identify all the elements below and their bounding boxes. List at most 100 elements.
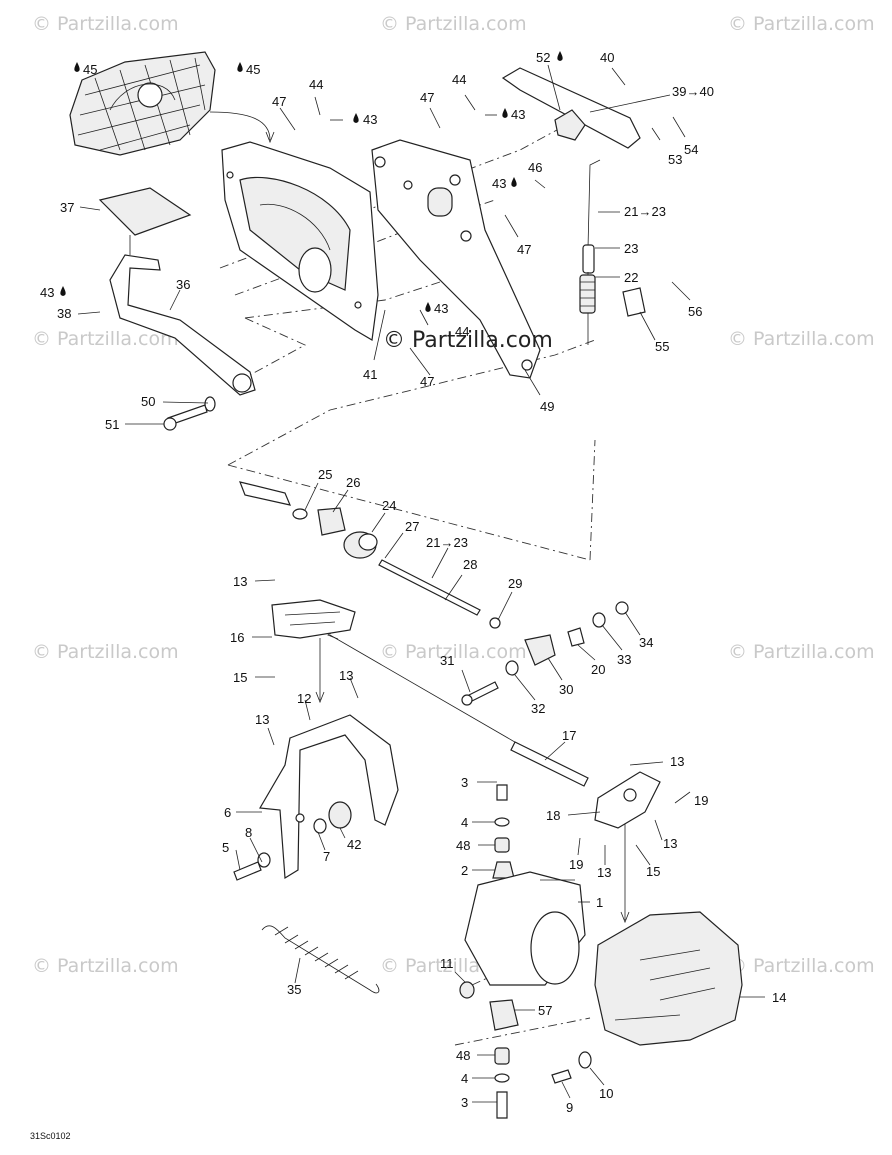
watermark-row-1: © Partzilla.com © Partzilla.com © Partzi… <box>32 13 875 35</box>
callout-labels: 45 45 44 47 43 47 44 43 52 40 39→40 53 5… <box>40 50 786 1115</box>
part-washer-10 <box>578 1051 592 1069</box>
copyright-icon: © <box>380 641 399 663</box>
callout-31: 31 <box>440 653 454 668</box>
svg-text:© Partzilla.com: © Partzilla.com <box>32 13 179 35</box>
copyright-icon: © <box>383 328 405 353</box>
watermark-row-2: © Partzilla.com © Partzilla.com <box>32 328 875 350</box>
callout-13: 13 <box>339 668 353 683</box>
part-plate-41 <box>221 141 379 341</box>
callout-36: 36 <box>176 277 190 292</box>
watermark-text: Partzilla.com <box>57 641 179 663</box>
callout-47: 47 <box>517 242 531 257</box>
callout-24: 24 <box>382 498 396 513</box>
callout-40: 40 <box>600 50 614 65</box>
callout-52: 52 <box>536 50 550 65</box>
callout-15: 15 <box>646 864 660 879</box>
part-bolt-31 <box>461 681 499 706</box>
part-stack-upper <box>492 784 515 879</box>
svg-text:© Partzilla.com: © Partzilla.com <box>380 13 527 35</box>
callout-18: 18 <box>546 808 560 823</box>
callout-14: 14 <box>772 990 786 1005</box>
part-pedal-arm-36 <box>109 254 256 396</box>
callout-13: 13 <box>597 865 611 880</box>
callout-43: 43 <box>511 107 525 122</box>
part-roller-42 <box>313 801 352 834</box>
callout-37: 37 <box>60 200 74 215</box>
drop-icon <box>502 108 508 118</box>
callout-33: 33 <box>617 652 631 667</box>
part-washer-33 <box>592 612 606 628</box>
callout-41: 41 <box>363 367 377 382</box>
svg-text:© Partzilla.com: © Partzilla.com <box>32 641 179 663</box>
svg-text:© Partzilla.com: © Partzilla.com <box>32 955 179 977</box>
callout-53: 53 <box>668 152 682 167</box>
callout-25: 25 <box>318 467 332 482</box>
callout-44: 44 <box>309 77 323 92</box>
watermark-text: Partzilla.com <box>405 13 527 35</box>
callout-7: 7 <box>323 849 330 864</box>
callout-30: 30 <box>559 682 573 697</box>
callout-44: 44 <box>452 72 466 87</box>
copyright-icon: © <box>728 641 747 663</box>
callout-4: 4 <box>461 815 468 830</box>
callout-11: 11 <box>440 956 454 971</box>
drop-icon <box>237 62 243 72</box>
part-small-29 <box>489 617 501 629</box>
part-shaft-25 <box>239 481 308 520</box>
part-cable-21 <box>579 159 601 345</box>
part-stack-lower <box>459 981 519 1119</box>
callout-45: 45 <box>83 62 97 77</box>
callout-56: 56 <box>688 304 702 319</box>
callout-13: 13 <box>255 712 269 727</box>
callout-32: 32 <box>531 701 545 716</box>
part-nut-34 <box>615 601 629 615</box>
part-bolt-51 <box>163 396 216 431</box>
watermark-row-3: © Partzilla.com © Partzilla.com © Partzi… <box>32 641 875 663</box>
callout-15: 15 <box>233 670 247 685</box>
copyright-icon: © <box>32 13 51 35</box>
callout-1: 1 <box>596 895 603 910</box>
part-bolt-9 <box>551 1069 572 1084</box>
part-housing-1 <box>464 871 586 986</box>
part-nut-24 <box>343 531 378 559</box>
callout-21-to-23: 21→23 <box>426 535 468 550</box>
callout-43: 43 <box>434 301 448 316</box>
svg-text:© Partzilla.com: © Partzilla.com <box>728 955 875 977</box>
callout-13: 13 <box>233 574 247 589</box>
svg-text:© Partzilla.com: © Partzilla.com <box>728 641 875 663</box>
part-plate-49 <box>371 139 541 379</box>
callout-48: 48 <box>456 1048 470 1063</box>
part-spring-35 <box>261 925 380 994</box>
callout-27: 27 <box>405 519 419 534</box>
callout-39-to-40: 39→40 <box>672 84 714 99</box>
center-watermark: © Partzilla.com <box>383 328 553 353</box>
part-spacer-20 <box>567 627 585 647</box>
part-bracket-16 <box>271 599 356 639</box>
callout-8: 8 <box>245 825 252 840</box>
drop-icon <box>557 51 563 61</box>
part-shift-lever-52 <box>501 67 641 149</box>
part-pad-37 <box>98 187 192 236</box>
watermark-text: Partzilla.com <box>57 955 179 977</box>
callout-13: 13 <box>670 754 684 769</box>
watermark-text: Partzilla.com <box>57 328 179 350</box>
copyright-icon: © <box>32 328 51 350</box>
drop-icon <box>60 286 66 296</box>
drop-icons <box>60 51 563 312</box>
callout-2: 2 <box>461 863 468 878</box>
part-bushing-26 <box>317 507 346 536</box>
callout-19: 19 <box>569 857 583 872</box>
part-bracket-18 <box>594 771 661 829</box>
part-shaft-28 <box>378 559 481 616</box>
callout-28: 28 <box>463 557 477 572</box>
part-bolt-5 <box>233 852 271 881</box>
callout-13: 13 <box>663 836 677 851</box>
watermark-text: Partzilla.com <box>57 13 179 35</box>
callout-51: 51 <box>105 417 119 432</box>
callout-43: 43 <box>40 285 54 300</box>
watermark-text: Partzilla.com <box>753 955 875 977</box>
callout-55: 55 <box>655 339 669 354</box>
copyright-icon: © <box>728 328 747 350</box>
